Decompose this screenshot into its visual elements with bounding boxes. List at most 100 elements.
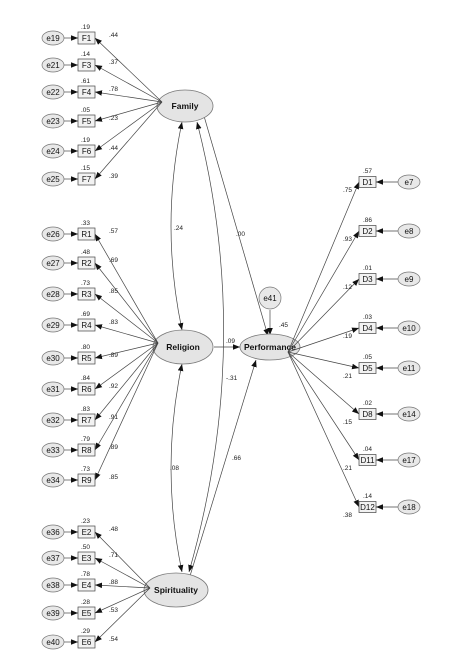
- indicator-label-r9: R9: [81, 476, 92, 485]
- indicator-label-f5: F5: [82, 117, 92, 126]
- cov-family-religion-curve: [170, 121, 184, 331]
- r2-r5: .80: [81, 344, 90, 351]
- r2-f4: .61: [81, 78, 90, 85]
- indicator-label-d4: D4: [362, 324, 373, 333]
- error-label-e32: e32: [46, 416, 60, 425]
- loading-d8: .15: [343, 419, 352, 426]
- error-label-e8: e8: [405, 227, 414, 236]
- error-e7: [397, 174, 421, 190]
- loading-d5: .21: [343, 373, 352, 380]
- r2-d2: .86: [363, 217, 372, 224]
- error-label-e36: e36: [46, 528, 60, 537]
- loading-d2: .93: [343, 236, 352, 243]
- r2-r8: .79: [81, 436, 90, 443]
- loading-r9: .85: [109, 474, 118, 481]
- loading-d3: .12: [343, 284, 352, 291]
- indicator-r5: [77, 351, 96, 365]
- indicator-f1: [77, 31, 96, 45]
- loading-arrow-d3: [287, 278, 360, 353]
- indicator-label-r2: R2: [81, 259, 92, 268]
- indicator-d8: [358, 408, 377, 420]
- latent-spirituality: [143, 572, 209, 608]
- latent-religion-label: Religion: [166, 342, 200, 352]
- r2-e2: .23: [81, 518, 90, 525]
- loading-arrow-f6: [94, 101, 163, 152]
- r2-r2: .48: [81, 249, 90, 256]
- indicator-r9: [77, 473, 96, 487]
- cov-religion-spirituality-curve: [170, 363, 184, 573]
- coef-religion-performance: .09: [226, 338, 235, 345]
- indicator-r6: [77, 382, 96, 396]
- loading-f5: .23: [109, 115, 118, 122]
- indicator-f4: [77, 85, 96, 99]
- indicator-label-f4: F4: [82, 88, 92, 97]
- error-label-e7: e7: [405, 178, 414, 187]
- loading-arrow-r1: [94, 233, 159, 344]
- loading-arrow-r8: [94, 342, 159, 451]
- loading-arrow-d4: [287, 327, 360, 353]
- error-e34: [41, 472, 65, 488]
- error-label-e30: e30: [46, 354, 60, 363]
- loading-arrow-e6: [94, 587, 151, 643]
- loading-f4: .78: [109, 86, 118, 93]
- indicator-label-r6: R6: [81, 385, 92, 394]
- cov-family-spirituality-curve: [188, 121, 224, 573]
- latent-performance: [239, 333, 301, 361]
- indicator-label-r8: R8: [81, 446, 92, 455]
- loading-e4: .88: [109, 579, 118, 586]
- indicator-label-f7: F7: [82, 175, 92, 184]
- loading-e6: .54: [109, 636, 118, 643]
- indicator-d3: [358, 273, 377, 285]
- indicator-e5: [77, 606, 96, 620]
- loading-e2: .48: [109, 526, 118, 533]
- error-label-e38: e38: [46, 581, 60, 590]
- error-label-e37: e37: [46, 554, 60, 563]
- indicator-label-d5: D5: [362, 364, 373, 373]
- indicator-label-r3: R3: [81, 290, 92, 299]
- r2-e4: .78: [81, 571, 90, 578]
- r2-r6: .84: [81, 375, 90, 382]
- error-e24: [41, 143, 65, 159]
- error-label-e34: e34: [46, 476, 60, 485]
- indicator-f5: [77, 114, 96, 128]
- latent-spirituality-label: Spirituality: [154, 585, 198, 595]
- error-e26: [41, 226, 65, 242]
- error-e11: [397, 360, 421, 376]
- performance-r2: .45: [279, 322, 288, 329]
- loading-f6: .44: [109, 145, 118, 152]
- error-e38: [41, 577, 65, 593]
- indicator-d4: [358, 322, 377, 334]
- indicator-r3: [77, 287, 96, 301]
- r2-f7: .15: [81, 165, 90, 172]
- error-label-e33: e33: [46, 446, 60, 455]
- loading-r7: .91: [109, 414, 118, 421]
- indicator-label-f3: F3: [82, 61, 92, 70]
- r2-d12: .14: [363, 493, 372, 500]
- loading-arrow-f4: [94, 90, 163, 103]
- loading-arrow-e2: [94, 531, 151, 589]
- error-label-e25: e25: [46, 175, 60, 184]
- loading-arrow-d8: [287, 351, 360, 415]
- indicator-label-r1: R1: [81, 230, 92, 239]
- loading-d1: .75: [343, 187, 352, 194]
- r2-r1: .33: [81, 220, 90, 227]
- loading-arrow-f7: [94, 101, 163, 180]
- indicator-label-r4: R4: [81, 321, 92, 330]
- indicator-label-e3: E3: [82, 554, 92, 563]
- indicator-label-d11: D11: [360, 456, 375, 465]
- loading-d4: .19: [343, 333, 352, 340]
- error-e30: [41, 350, 65, 366]
- error-label-e18: e18: [402, 503, 416, 512]
- error-e37: [41, 550, 65, 566]
- loading-arrow-d12: [287, 351, 360, 508]
- indicator-r4: [77, 318, 96, 332]
- error-e28: [41, 286, 65, 302]
- indicator-label-d3: D3: [362, 275, 373, 284]
- indicator-label-f6: F6: [82, 147, 92, 156]
- r2-e3: .50: [81, 544, 90, 551]
- indicator-r8: [77, 443, 96, 457]
- indicator-label-d12: D12: [360, 503, 375, 512]
- error-label-e31: e31: [46, 385, 60, 394]
- loading-r5: .89: [109, 352, 118, 359]
- coef-spirituality-performance: .66: [232, 455, 241, 462]
